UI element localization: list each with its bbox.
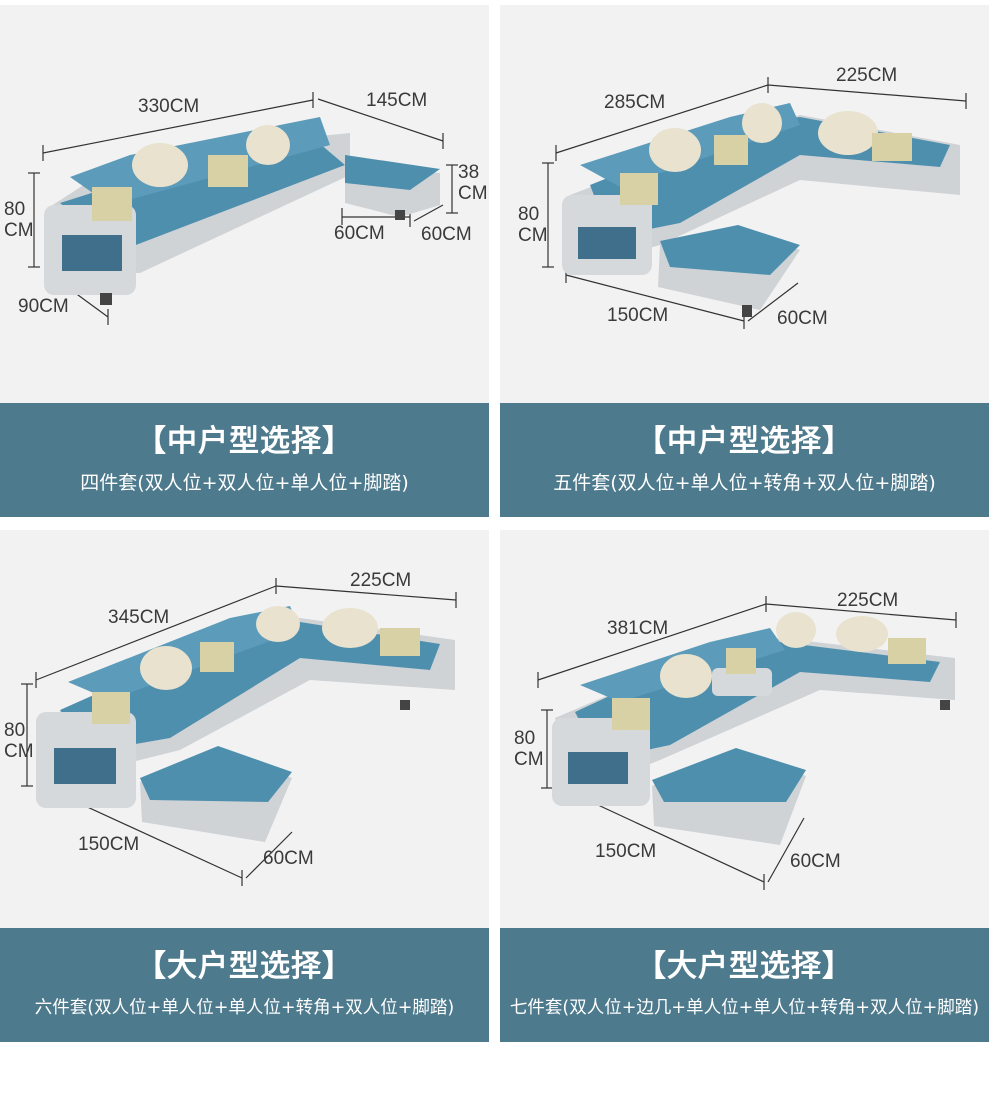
banner-title: 【中户型选择】 [636, 424, 853, 459]
sofa-body [552, 612, 955, 845]
option-banner-4: 【大户型选择】 七件套(双人位+边几+单人位+单人位+转角+双人位+脚踏) [500, 928, 989, 1042]
sofa-illustration-4 [537, 596, 957, 890]
sofa-photo-4: 381CM 225CM 80 CM 150CM 60CM [500, 530, 989, 928]
banner-title: 【中户型选择】 [136, 424, 353, 459]
dim-length-right: 225CM [837, 590, 899, 611]
dim-chaise-width: 60CM [777, 308, 828, 329]
dim-length-left: 381CM [607, 618, 669, 639]
sofa-illustration-1 [28, 92, 458, 325]
sofa-illustration-2 [542, 77, 967, 329]
dim-height: 80 CM [4, 720, 34, 762]
banner-title: 【大户型选择】 [636, 949, 853, 984]
dim-ottoman-width-2: 60CM [421, 224, 472, 245]
option-banner-3: 【大户型选择】 六件套(双人位+单人位+单人位+转角+双人位+脚踏) [0, 928, 489, 1042]
dim-chaise-length: 150CM [595, 841, 657, 862]
sofa-photo-2: 285CM 225CM 80 CM 150CM 60CM [500, 5, 989, 403]
banner-description: 六件套(双人位+单人位+单人位+转角+双人位+脚踏) [34, 998, 455, 1018]
dimension-lines [537, 596, 957, 890]
dim-chaise-length: 150CM [607, 305, 669, 326]
dim-length-left: 345CM [108, 607, 170, 628]
dim-length-right: 145CM [366, 90, 428, 111]
sofa-body [562, 103, 960, 317]
dim-chaise-width: 60CM [263, 848, 314, 869]
dim-length-right: 225CM [836, 65, 898, 86]
option-panel-3: 345CM 225CM 80 CM 150CM 60CM 【大户型选择】 六件套… [0, 530, 489, 1042]
option-banner-2: 【中户型选择】 五件套(双人位+单人位+转角+双人位+脚踏) [500, 403, 989, 517]
dimension-lines [28, 92, 458, 325]
sofa-body [44, 117, 440, 305]
dim-ottoman-height: 38 CM [458, 162, 488, 204]
dim-length-left: 330CM [138, 96, 200, 117]
dim-length-left: 285CM [604, 92, 666, 113]
option-panel-1: 330CM 145CM 80 CM 90CM 38 CM 60CM 60CM 【… [0, 5, 489, 517]
dimension-lines [542, 77, 967, 329]
sofa-photo-3: 345CM 225CM 80 CM 150CM 60CM [0, 530, 489, 928]
banner-description: 七件套(双人位+边几+单人位+单人位+转角+双人位+脚踏) [509, 998, 980, 1018]
dim-depth: 90CM [18, 296, 69, 317]
sofa-photo-1: 330CM 145CM 80 CM 90CM 38 CM 60CM 60CM [0, 5, 489, 403]
dim-ottoman-width-1: 60CM [334, 223, 385, 244]
dim-height: 80 CM [518, 204, 548, 246]
dim-chaise-width: 60CM [790, 851, 841, 872]
banner-title: 【大户型选择】 [136, 949, 353, 984]
dim-length-right: 225CM [350, 570, 412, 591]
sofa-body [36, 606, 455, 842]
dim-chaise-length: 150CM [78, 834, 140, 855]
option-panel-4: 381CM 225CM 80 CM 150CM 60CM 【大户型选择】 七件套… [500, 530, 989, 1042]
option-banner-1: 【中户型选择】 四件套(双人位+双人位+单人位+脚踏) [0, 403, 489, 517]
dim-height: 80 CM [514, 728, 544, 770]
banner-description: 五件套(双人位+单人位+转角+双人位+脚踏) [553, 472, 936, 494]
sofa-illustration-3 [21, 578, 457, 886]
option-panel-2: 285CM 225CM 80 CM 150CM 60CM 【中户型选择】 五件套… [500, 5, 989, 517]
banner-description: 四件套(双人位+双人位+单人位+脚踏) [80, 472, 409, 494]
dim-height: 80 CM [4, 199, 34, 241]
